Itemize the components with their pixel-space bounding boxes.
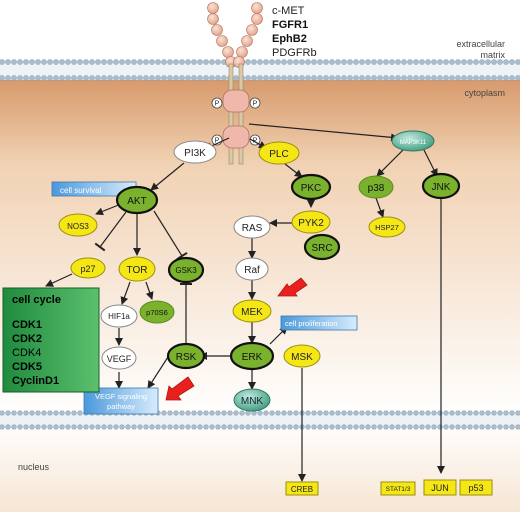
svg-text:Raf: Raf <box>244 265 260 276</box>
cytoplasm-label: cytoplasm <box>464 88 505 98</box>
node-akt: AKT <box>115 185 159 215</box>
vegf-pathway-line2: pathway <box>107 402 135 411</box>
svg-text:p38: p38 <box>368 183 385 194</box>
svg-text:HSP27: HSP27 <box>375 223 399 232</box>
node-rsk: RSK <box>166 342 206 370</box>
extracellular-label: extracellular <box>456 39 505 49</box>
svg-text:AKT: AKT <box>127 196 146 207</box>
target-creb: CREB <box>285 481 319 496</box>
nucleus-label: nucleus <box>18 462 50 472</box>
receptor-cmet: c-MET <box>272 5 305 17</box>
nucleus-region <box>0 418 520 512</box>
receptor-ephb2: EphB2 <box>272 33 307 45</box>
kinase-domain-lower <box>222 125 250 149</box>
node-src: SRC <box>303 233 341 261</box>
cell-cycle-cdk1: CDK1 <box>12 319 42 331</box>
svg-text:MNK: MNK <box>241 396 264 407</box>
svg-text:TOR: TOR <box>127 265 148 276</box>
svg-text:PYK2: PYK2 <box>298 218 324 229</box>
svg-text:RSK: RSK <box>176 352 197 363</box>
svg-text:HIF1a: HIF1a <box>108 312 130 321</box>
cell-cycle-cdk5: CDK5 <box>12 361 42 373</box>
svg-text:VEGF: VEGF <box>107 354 132 364</box>
node-p70s6: p70S6 <box>139 300 175 324</box>
receptor-dimer: P P P P <box>207 2 263 165</box>
svg-text:ERK: ERK <box>242 352 263 363</box>
vegf-pathway-line1: VEGF signaling <box>95 392 147 401</box>
svg-text:p27: p27 <box>80 264 95 274</box>
svg-text:SRC: SRC <box>311 243 332 254</box>
cell-cycle-box: cell cycle CDK1 CDK2 CDK4 CDK5 CyclinD1 <box>2 287 100 393</box>
svg-text:GSK3: GSK3 <box>175 266 197 275</box>
node-plc: PLC <box>258 141 300 165</box>
target-stat: STAT1/3 <box>380 481 416 496</box>
plasma-membrane <box>0 59 520 81</box>
node-hif1a: HIF1a <box>100 304 138 328</box>
kinase-domain-upper <box>222 89 250 113</box>
cell-cycle-cdk2: CDK2 <box>12 333 42 345</box>
node-ras: RAS <box>233 215 271 239</box>
nuclear-membrane <box>0 410 520 430</box>
cell-cycle-cdk4: CDK4 <box>12 347 41 359</box>
matrix-label: matrix <box>481 50 506 60</box>
svg-text:NOS3: NOS3 <box>67 222 89 231</box>
svg-text:STAT1/3: STAT1/3 <box>386 486 411 493</box>
node-nos3: NOS3 <box>58 213 98 237</box>
phosphate-label: P <box>215 138 220 145</box>
node-hsp27: HSP27 <box>368 216 406 238</box>
target-jun: JUN <box>423 479 457 496</box>
node-jnk: JNK <box>421 172 461 200</box>
highlight-arrow-mek <box>277 277 308 297</box>
cell-proliferation-label: cell proliferation <box>285 319 338 328</box>
pathway-connectors <box>45 123 445 482</box>
svg-text:PKC: PKC <box>301 183 322 194</box>
phosphate-label: P <box>253 138 258 145</box>
node-p27: p27 <box>70 257 106 279</box>
svg-text:MSK: MSK <box>291 352 313 363</box>
node-mek: MEK <box>232 299 272 323</box>
node-raf: Raf <box>235 257 269 281</box>
cell-survival-label: cell survival <box>60 186 102 195</box>
svg-text:RAS: RAS <box>242 223 263 234</box>
svg-text:PI3K: PI3K <box>184 148 206 159</box>
receptor-fgfr1: FGFR1 <box>272 19 308 31</box>
svg-text:JUN: JUN <box>431 483 449 493</box>
highlight-arrow-vegf <box>165 376 195 401</box>
node-erk: ERK <box>229 341 275 371</box>
node-map3k11: MAP3K11 <box>391 130 435 152</box>
svg-text:CREB: CREB <box>291 485 313 494</box>
outcome-cell-proliferation: cell proliferation <box>280 315 358 331</box>
node-gsk3: GSK3 <box>167 256 205 284</box>
svg-text:p70S6: p70S6 <box>146 308 168 317</box>
node-p38: p38 <box>358 175 394 199</box>
node-pyk2: PYK2 <box>291 210 331 234</box>
node-tor: TOR <box>118 256 156 282</box>
node-mnk: MNK <box>233 388 271 412</box>
receptor-list: c-MET FGFR1 EphB2 PDGFRb <box>272 5 317 59</box>
node-msk: MSK <box>283 344 321 368</box>
phosphate-label: P <box>253 101 258 108</box>
target-p53: p53 <box>459 479 493 496</box>
svg-text:p53: p53 <box>468 483 483 493</box>
svg-text:JNK: JNK <box>432 182 451 193</box>
svg-text:MEK: MEK <box>241 307 263 318</box>
cell-cycle-cyclind1: CyclinD1 <box>12 375 59 387</box>
phosphate-label: P <box>215 101 220 108</box>
node-pi3k: PI3K <box>173 140 217 164</box>
node-pkc: PKC <box>290 173 332 201</box>
node-vegf: VEGF <box>101 346 137 370</box>
outcome-cell-survival: cell survival <box>51 181 137 197</box>
receptor-pdgfrb: PDGFRb <box>272 47 317 59</box>
svg-text:MAP3K11: MAP3K11 <box>400 140 427 146</box>
svg-text:PLC: PLC <box>269 149 288 160</box>
cell-cycle-title: cell cycle <box>12 294 61 306</box>
